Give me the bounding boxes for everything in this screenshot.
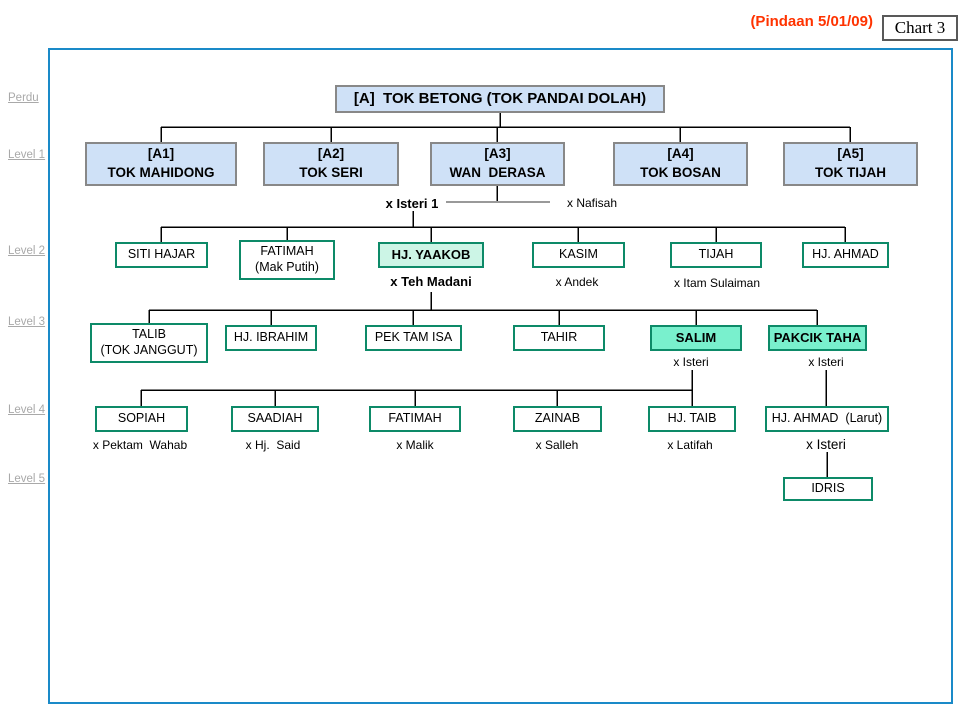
node-code: [A4]: [667, 146, 694, 162]
node-salim: SALIM: [650, 325, 742, 351]
node-label: TOK MAHIDONG: [107, 165, 215, 180]
node-talib-tok-janggut: TALIB (TOK JANGGUT): [90, 323, 208, 363]
node-hj-yaakob: HJ. YAAKOB: [378, 242, 484, 268]
node-a1-tok-mahidong: [A1] TOK MAHIDONG: [85, 142, 237, 186]
node-pakcik-taha: PAKCIK TAHA: [768, 325, 867, 351]
spouse-label-itam-sulaiman: x Itam Sulaiman: [673, 276, 761, 290]
spouse-label-isteri-1: x Isteri 1: [385, 196, 439, 211]
node-alias: (TOK JANGGUT): [100, 343, 198, 357]
node-saadiah: SAADIAH: [231, 406, 319, 432]
chart-number-label: Chart 3: [894, 18, 946, 37]
node-label: TOK SERI: [299, 165, 363, 180]
spouse-label-pektam-wahab: x Pektam Wahab: [92, 438, 188, 452]
node-label: TOK BOSAN: [640, 165, 721, 180]
node-hj-ahmad: HJ. AHMAD: [802, 242, 889, 268]
node-a4-tok-bosan: [A4] TOK BOSAN: [613, 142, 748, 186]
spouse-label-hj-said: x Hj. Said: [245, 438, 301, 452]
node-a3-wan-derasa: [A3] WAN DERASA: [430, 142, 565, 186]
node-code: [A1]: [147, 146, 175, 162]
node-hj-ibrahim: HJ. IBRAHIM: [225, 325, 317, 351]
spouse-label-nafisah: x Nafisah: [566, 196, 618, 210]
revision-note: (Pindaan 5/01/09): [750, 13, 873, 30]
node-idris: IDRIS: [783, 477, 873, 501]
node-tijah: TIJAH: [670, 242, 762, 268]
node-siti-hajar: SITI HAJAR: [115, 242, 208, 268]
node-code: [A3]: [484, 146, 511, 162]
node-hj-taib: HJ. TAIB: [648, 406, 736, 432]
chart-number-box: Chart 3: [882, 15, 958, 41]
spouse-label-malik: x Malik: [396, 438, 434, 452]
node-hj-ahmad-larut: HJ. AHMAD (Larut): [765, 406, 889, 432]
level-label-perdu[interactable]: Perdu: [8, 92, 39, 104]
node-label: TALIB: [132, 327, 166, 342]
spouse-label-salim-isteri: x Isteri: [673, 355, 709, 369]
spouse-label-taha-isteri: x Isteri: [808, 355, 844, 369]
node-tok-betong: [A] TOK BETONG (TOK PANDAI DOLAH): [335, 85, 665, 113]
level-label-4[interactable]: Level 4: [8, 404, 46, 416]
level-label-5[interactable]: Level 5: [8, 473, 46, 485]
node-sopiah: SOPIAH: [95, 406, 188, 432]
spouse-label-andek: x Andek: [555, 275, 599, 289]
node-a2-tok-seri: [A2] TOK SERI: [263, 142, 399, 186]
node-label: TOK TIJAH: [814, 165, 886, 180]
node-a5-tok-tijah: [A5] TOK TIJAH: [783, 142, 918, 186]
spouse-label-teh-madani: x Teh Madani: [390, 274, 472, 289]
node-fatimah-mak-putih: FATIMAH (Mak Putih): [239, 240, 335, 280]
node-tahir: TAHIR: [513, 325, 605, 351]
node-code: [A2]: [317, 146, 345, 162]
spouse-label-larut-isteri: x Isteri: [806, 437, 846, 452]
spouse-label-latifah: x Latifah: [667, 438, 713, 452]
node-code: [A5]: [837, 146, 864, 162]
node-zainab: ZAINAB: [513, 406, 602, 432]
node-pek-tam-isa: PEK TAM ISA: [365, 325, 462, 351]
level-label-2[interactable]: Level 2: [8, 245, 46, 257]
node-label: WAN DERASA: [449, 165, 546, 180]
node-kasim: KASIM: [532, 242, 625, 268]
node-alias: (Mak Putih): [255, 260, 319, 274]
spouse-label-salleh: x Salleh: [535, 438, 579, 452]
node-fatimah: FATIMAH: [369, 406, 461, 432]
level-label-1[interactable]: Level 1: [8, 149, 46, 161]
level-label-3[interactable]: Level 3: [8, 316, 46, 328]
node-label: FATIMAH: [260, 244, 314, 259]
